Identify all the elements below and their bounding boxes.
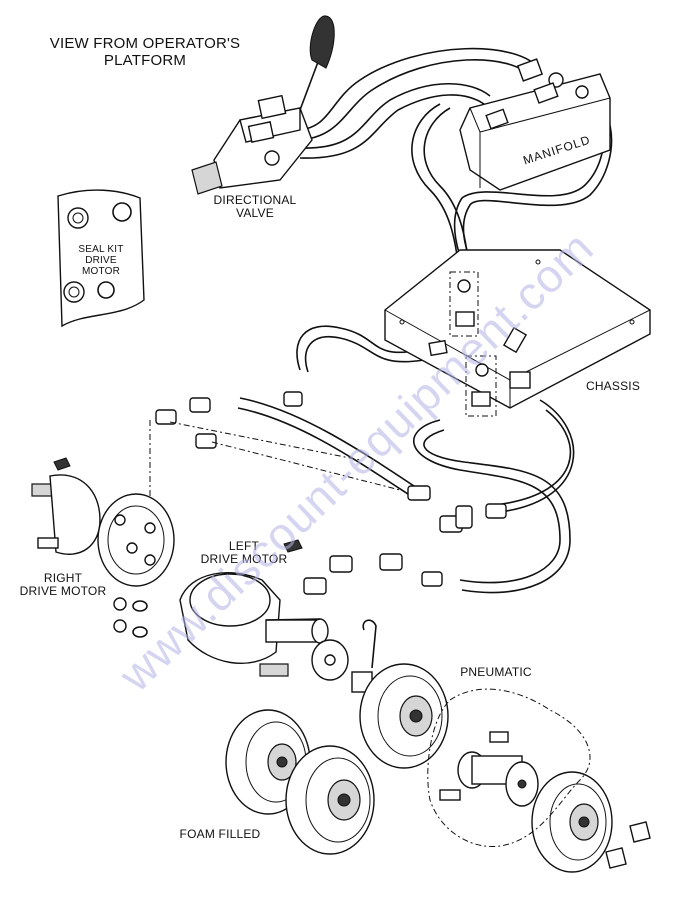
seal-kit-label: SEAL KIT DRIVE MOTOR bbox=[78, 244, 124, 278]
chassis-block bbox=[384, 249, 651, 409]
loose-fittings bbox=[149, 391, 507, 595]
hose-valve-to-manifold-2 bbox=[299, 82, 491, 149]
hose-chassis-loop-left bbox=[413, 419, 561, 584]
right-drive-motor-label: RIGHT DRIVE MOTOR bbox=[19, 571, 107, 599]
hose-left-loop bbox=[296, 325, 421, 371]
manifold-block bbox=[459, 58, 611, 191]
hose-manifold-to-chassis bbox=[411, 103, 459, 263]
chassis-fittings bbox=[428, 271, 531, 417]
wheel-pneumatic-upper bbox=[359, 663, 449, 769]
hose-chassis-down-right bbox=[499, 399, 575, 513]
view-title-label: VIEW FROM OPERATOR'S PLATFORM bbox=[49, 35, 241, 69]
chassis-label: CHASSIS bbox=[585, 379, 641, 393]
foam-filled-label: FOAM FILLED bbox=[179, 827, 261, 841]
hose-chassis-to-right-motor bbox=[239, 397, 421, 491]
wheel-pneumatic-lower bbox=[531, 771, 651, 873]
wheel-foam-right bbox=[285, 745, 375, 855]
seal-kit-bag bbox=[57, 189, 145, 328]
left-drive-motor bbox=[179, 539, 377, 693]
pneumatic-label: PNEUMATIC bbox=[460, 665, 532, 679]
valve-handle bbox=[299, 61, 319, 111]
left-drive-motor-label: LEFT DRIVE MOTOR bbox=[200, 539, 288, 567]
directional-valve-label: DIRECTIONAL VALVE bbox=[213, 193, 297, 221]
hose-valve-to-manifold-1 bbox=[297, 47, 541, 131]
right-drive-motor bbox=[31, 457, 175, 638]
directional-valve bbox=[191, 15, 335, 195]
pneumatic-hub-group bbox=[427, 688, 591, 847]
